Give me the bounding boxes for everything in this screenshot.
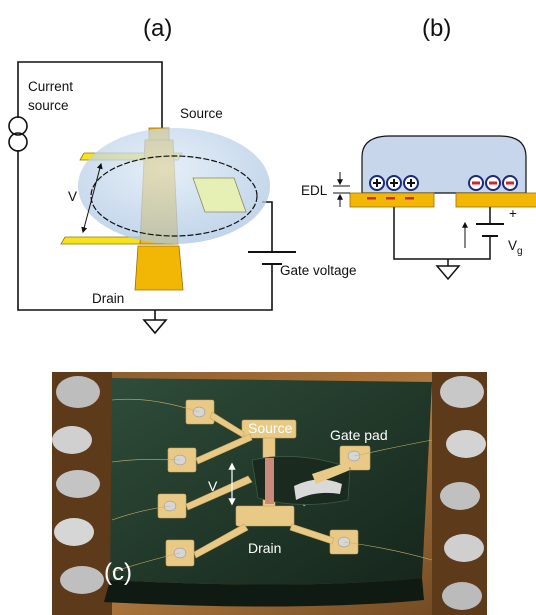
voltage-label-a: V (68, 189, 77, 204)
vg-plus-sign: + (509, 206, 517, 221)
gate-pad-lead-c (312, 462, 350, 484)
bond-wires (111, 398, 433, 573)
induced-charges (367, 197, 414, 200)
vg-label: Vg (508, 238, 523, 257)
gate-pad-a (192, 177, 247, 213)
panel-b: (b) (301, 15, 536, 281)
positive-ions (369, 175, 419, 191)
source-label-a: Source (180, 106, 223, 121)
panel-c-photo: Source Gate pad V Drain (c) (52, 372, 487, 615)
gate-pad-label-c: Gate pad (330, 427, 388, 443)
chip-bottom-edge (104, 578, 424, 607)
current-source-symbol (8, 116, 28, 152)
contact-blocks (52, 372, 487, 615)
panel-b-circuit-wire (393, 207, 491, 266)
vg-battery (476, 223, 504, 237)
gate-film-c (294, 479, 342, 500)
channel-electrode-b (349, 192, 435, 208)
edl-marker (333, 172, 350, 207)
negative-ions (468, 175, 518, 191)
panel-a-label: (a) (143, 15, 172, 42)
drain-label-c: Drain (248, 540, 281, 556)
electrolyte-droplet (78, 128, 270, 244)
panel-a-circuit-wire (17, 61, 273, 320)
gate-electrode-b (455, 192, 536, 208)
channel-strip-c (265, 458, 274, 504)
panel-c-label: (c) (104, 559, 132, 586)
current-source-label-line1: Current (28, 79, 73, 94)
panel-b-label: (b) (422, 15, 451, 42)
panel-a: (a) Current source Gate voltage (8, 15, 357, 335)
drain-label-a: Drain (92, 291, 124, 306)
ground-symbol-b (435, 265, 461, 281)
electrolyte-dome (361, 135, 527, 194)
gate-voltage-label: Gate voltage (280, 263, 357, 278)
voltage-arrow (81, 162, 103, 234)
gate-voltage-battery (248, 251, 296, 265)
voltage-label-c: V (208, 478, 218, 494)
ground-symbol-a (142, 319, 168, 335)
source-label-c: Source (248, 420, 293, 436)
edl-label: EDL (301, 183, 328, 198)
current-source-label-line2: source (28, 98, 69, 113)
